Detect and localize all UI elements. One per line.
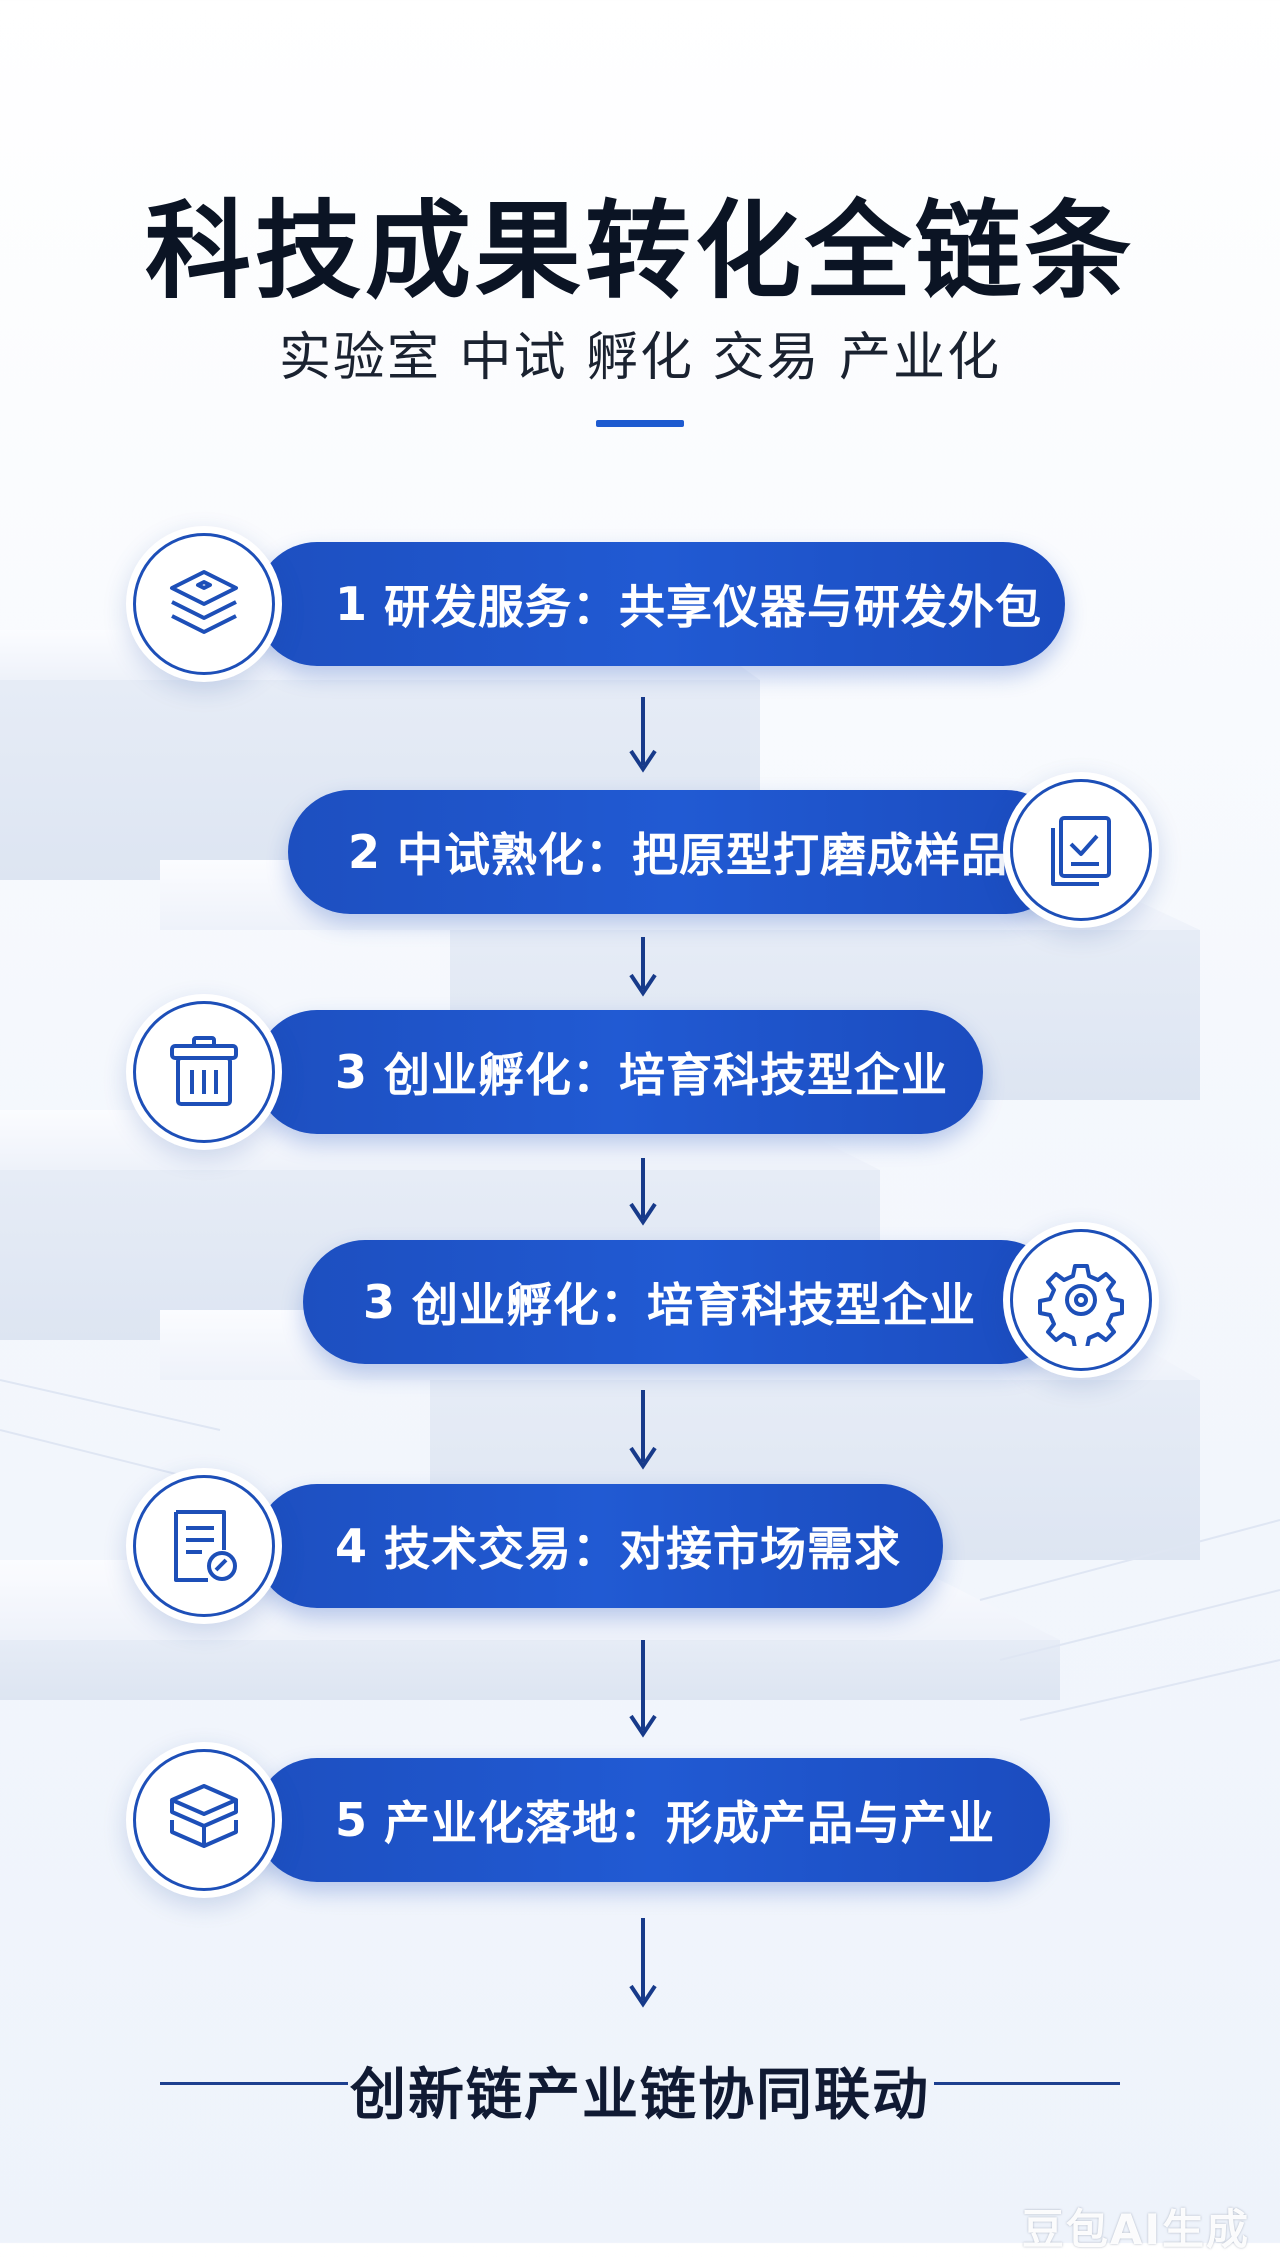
step-2-pill: 2 中试熟化：把原型打磨成样品	[288, 790, 1068, 914]
arrow-down-4	[629, 1390, 657, 1470]
arrow-down-2	[629, 937, 657, 997]
gear-icon	[1038, 1264, 1124, 1346]
step-number: 2	[348, 825, 382, 879]
document-check-icon	[1051, 816, 1111, 886]
title-accent-bar	[596, 420, 684, 427]
arrow-down-6	[629, 1918, 657, 2008]
step-number: 5	[335, 1793, 369, 1847]
step-3-icon-badge	[126, 994, 282, 1150]
step-label: 研发服务：共享仪器与研发外包	[384, 580, 1043, 634]
arrow-down-5	[629, 1640, 657, 1738]
step-6-icon-badge	[126, 1742, 282, 1898]
step-4-icon-badge	[1003, 1222, 1159, 1378]
footer-divider-left	[160, 2082, 348, 2085]
certificate-icon	[174, 1510, 237, 1582]
arrow-down-3	[629, 1158, 657, 1226]
step-3-pill: 3 创业孵化：培育科技型企业	[255, 1010, 983, 1134]
step-2-icon-badge	[1003, 772, 1159, 928]
page-subtitle: 实验室 中试 孵化 交易 产业化	[278, 328, 1002, 388]
arrow-down-1	[629, 697, 657, 773]
step-6-pill: 5 产业化落地：形成产品与产业	[255, 1758, 1050, 1882]
step-label: 技术交易：对接市场需求	[384, 1522, 902, 1576]
step-number: 1	[335, 577, 369, 631]
step-4-pill: 3 创业孵化：培育科技型企业	[303, 1240, 1063, 1364]
step-number: 3	[335, 1045, 369, 1099]
step-label: 创业孵化：培育科技型企业	[412, 1278, 977, 1332]
footer-slogan: 创新链产业链协同联动	[350, 2063, 930, 2128]
step-label: 创业孵化：培育科技型企业	[384, 1048, 949, 1102]
layers-icon	[170, 570, 238, 634]
step-5-pill: 4 技术交易：对接市场需求	[255, 1484, 943, 1608]
step-5-icon-badge	[126, 1468, 282, 1624]
watermark: 豆包AI生成	[1021, 2205, 1250, 2254]
trash-bin-icon	[170, 1036, 238, 1106]
step-1-pill: 1 研发服务：共享仪器与研发外包	[255, 542, 1065, 666]
page-title: 科技成果转化全链条	[145, 190, 1135, 313]
stack-box-icon	[170, 1784, 238, 1848]
footer-divider-right	[934, 2082, 1120, 2085]
step-number: 4	[335, 1519, 369, 1573]
step-label: 中试熟化：把原型打磨成样品	[397, 828, 1009, 882]
step-label: 产业化落地：形成产品与产业	[384, 1796, 996, 1850]
step-1-icon-badge	[126, 526, 282, 682]
step-number: 3	[363, 1275, 397, 1329]
